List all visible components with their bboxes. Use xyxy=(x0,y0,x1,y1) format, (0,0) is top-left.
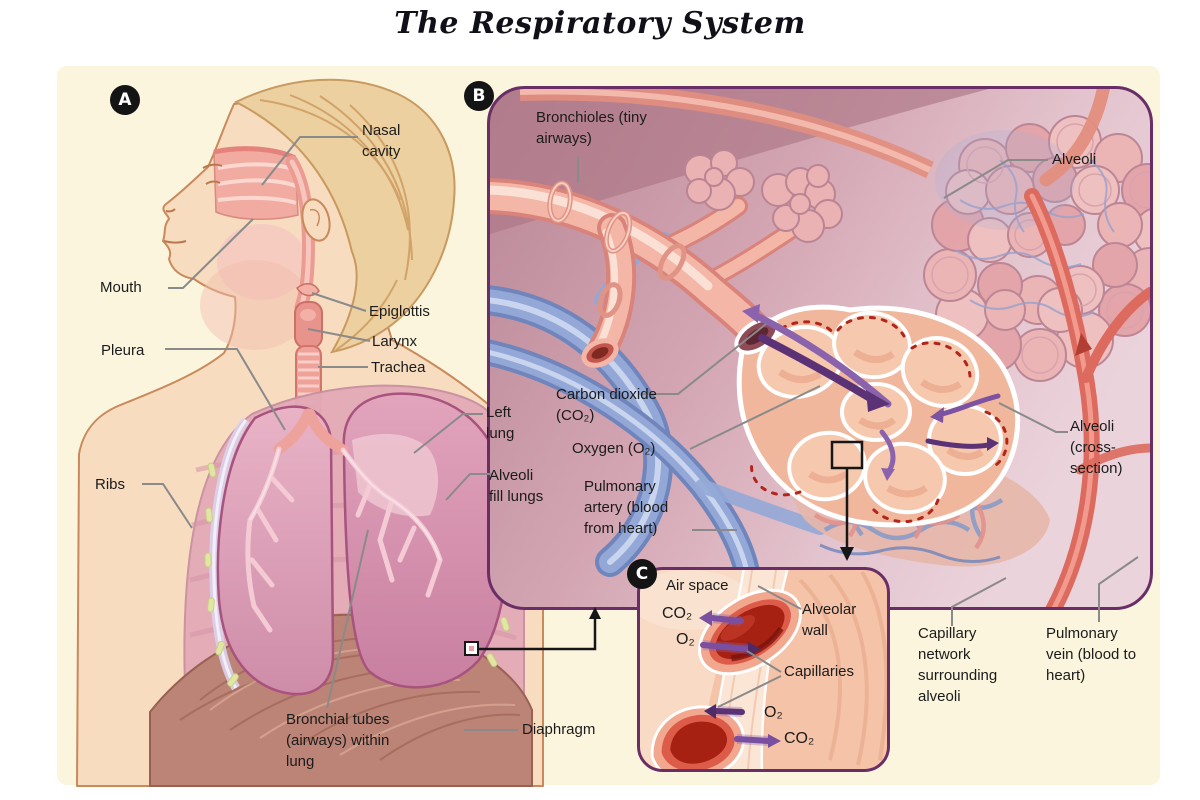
label-o2-upper: O₂ xyxy=(676,631,695,648)
bronchiole-rings xyxy=(547,180,687,318)
inset-indicator-b xyxy=(830,440,864,561)
page-title: The Respiratory System xyxy=(394,6,806,41)
label-o2-lower: O₂ xyxy=(764,704,783,721)
leader-capillary-network xyxy=(951,577,1007,626)
top-vessel xyxy=(519,88,934,179)
bronchi xyxy=(273,408,349,456)
right-alveolus-texture xyxy=(798,570,888,766)
label-alveolar-wall: Alveolar wall xyxy=(802,601,857,639)
label-capillary-network: Capillary network surrounding alveoli xyxy=(918,625,998,705)
label-alveoli: Alveoli xyxy=(1052,151,1097,168)
bronchial-tree-highlight xyxy=(249,448,441,561)
panel-a-illustration xyxy=(76,78,544,787)
mouth-cavity xyxy=(217,224,307,300)
label-capillaries: Capillaries xyxy=(784,663,855,680)
leader-alveolar-wall xyxy=(757,585,802,610)
leader-carbon-dioxide xyxy=(642,323,767,395)
leader-capillaries-upper xyxy=(746,650,782,673)
panel-c-illustration xyxy=(639,569,888,770)
label-alveoli-fill-lungs: Alveoli fill lungs xyxy=(489,467,544,505)
face-details xyxy=(163,163,223,244)
leader-pulmonary-vein xyxy=(1098,556,1139,622)
label-trachea: Trachea xyxy=(371,359,426,376)
label-alveoli-cross-section: Alveoli (cross-section) xyxy=(1070,418,1123,477)
panel-b-badge: B xyxy=(464,81,494,111)
leader-bronchial-tubes xyxy=(326,529,369,709)
panel-b-illustration xyxy=(489,88,1151,608)
capillary-lower xyxy=(650,705,746,770)
pulmonary-artery-vessels xyxy=(489,232,827,608)
vein-flow-arrow xyxy=(1075,333,1092,356)
neck-shading xyxy=(200,260,310,350)
alveoli-clump-small xyxy=(684,149,843,243)
nasal-roof xyxy=(213,146,297,161)
leader-mouth xyxy=(168,218,254,289)
leader-oxygen xyxy=(689,385,821,450)
leader-ribs xyxy=(142,483,193,529)
panel-c-border xyxy=(637,567,890,772)
pleura-highlight xyxy=(212,419,248,689)
leader-epiglottis xyxy=(311,292,367,312)
label-bronchioles: Bronchioles (tiny airways) xyxy=(536,109,647,147)
label-pleura: Pleura xyxy=(101,342,145,359)
right-lung-shape xyxy=(216,405,335,696)
label-co2-upper: CO₂ xyxy=(662,605,693,622)
panel-c-badge: C xyxy=(627,559,657,589)
leader-pleura xyxy=(165,348,286,431)
pulmonary-vein-vessel xyxy=(1024,88,1151,608)
label-larynx: Larynx xyxy=(372,333,418,350)
larynx-bump xyxy=(300,309,316,321)
label-bronchial-tubes: Bronchial tubes (airways) within lung xyxy=(286,711,390,770)
leader-alveoli-cross-section xyxy=(998,402,1068,433)
inset-connector-a-to-b xyxy=(464,607,601,656)
label-epiglottis: Epiglottis xyxy=(369,303,430,320)
hilum-region xyxy=(352,433,439,517)
label-air-space: Air space xyxy=(666,577,729,594)
label-oxygen: Oxygen (O₂) xyxy=(572,440,656,457)
label-nasal-cavity: Nasal cavity xyxy=(362,122,401,160)
leader-left-lung xyxy=(413,413,483,454)
label-co2-lower: CO₂ xyxy=(784,730,815,747)
label-pulmonary-artery: Pulmonary artery (blood from heart) xyxy=(584,478,669,537)
label-mouth: Mouth xyxy=(100,279,142,296)
panel-b-shade-band xyxy=(489,88,1000,235)
label-left-lung: Left lung xyxy=(486,404,515,442)
leader-alveoli xyxy=(943,159,1048,199)
leader-alveoli-fill xyxy=(445,473,492,501)
gas-flow-arrows-b xyxy=(742,304,1001,481)
pharynx-highlight xyxy=(289,159,311,310)
larynx-shape xyxy=(294,301,323,349)
hair xyxy=(233,78,456,354)
label-pulmonary-vein: Pulmonary vein (blood to heart) xyxy=(1046,625,1137,684)
leader-lines xyxy=(142,136,1139,731)
label-carbon-dioxide: Carbon dioxide (CO₂) xyxy=(556,386,657,424)
bronchiole-cut-end xyxy=(581,338,619,368)
ear xyxy=(301,198,331,242)
hair-strands xyxy=(259,94,413,351)
label-diaphragm: Diaphragm xyxy=(522,721,596,738)
leader-capillaries-lower xyxy=(717,675,782,708)
leader-larynx xyxy=(307,328,371,342)
gas-flow-arrows-c xyxy=(699,610,781,748)
label-ribs: Ribs xyxy=(95,476,126,493)
panel-a-badge: A xyxy=(110,85,140,115)
leader-nasal-cavity xyxy=(261,136,358,186)
